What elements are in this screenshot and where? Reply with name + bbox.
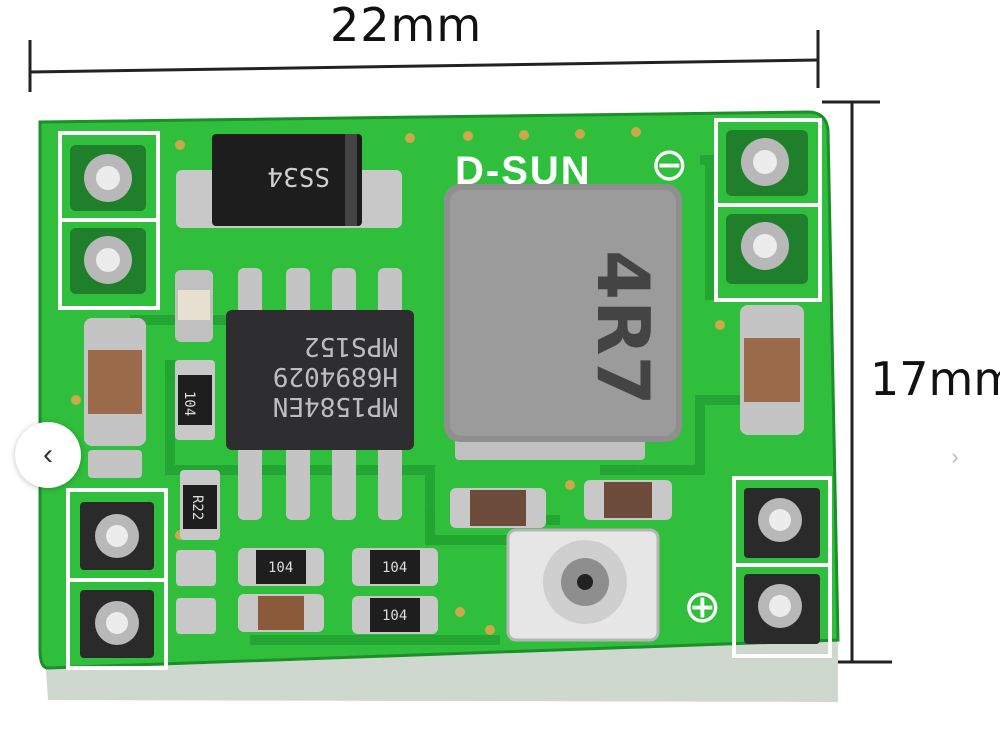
trim-potentiometer [506,528,660,642]
resistor-label: R22 [189,495,205,520]
chevron-left-icon: ‹ [43,438,53,471]
plus-symbol: ⊕ [683,579,722,633]
diode-ss34: SS34 [176,134,402,228]
capacitor-label: 104 [268,560,293,576]
ic-label-line1: MP1584EN [273,391,398,421]
ic-label-line3: MPS152 [304,331,398,361]
next-image-button[interactable]: › [938,440,972,474]
chevron-right-icon: › [951,444,959,469]
inductor-4r7: 4R7 [444,184,682,460]
side-capacitors [84,305,804,478]
bottom-components: 104 104 104 [238,480,672,634]
capacitor-label: 104 [382,560,407,576]
ic-mp1584en: MP1584EN H6894029 MPS152 [226,268,414,520]
vias [71,127,725,635]
ic-label-line2: H6894029 [273,361,398,391]
right-bottom-pads [732,476,832,658]
capacitor-label: 104 [181,391,197,416]
small-capacitors: 104 R22 [175,270,220,634]
width-dimension-label: 22mm [330,0,483,52]
capacitor-label: 104 [382,608,407,624]
height-dimension-label: 17mm [870,352,1000,406]
right-top-pads [714,118,822,302]
left-top-pads [58,131,160,310]
minus-symbol: ⊖ [650,137,689,191]
inductor-label: 4R7 [581,250,665,406]
previous-image-button[interactable]: ‹ [15,422,81,488]
left-bottom-pads [66,488,168,670]
diode-label: SS34 [267,161,330,191]
